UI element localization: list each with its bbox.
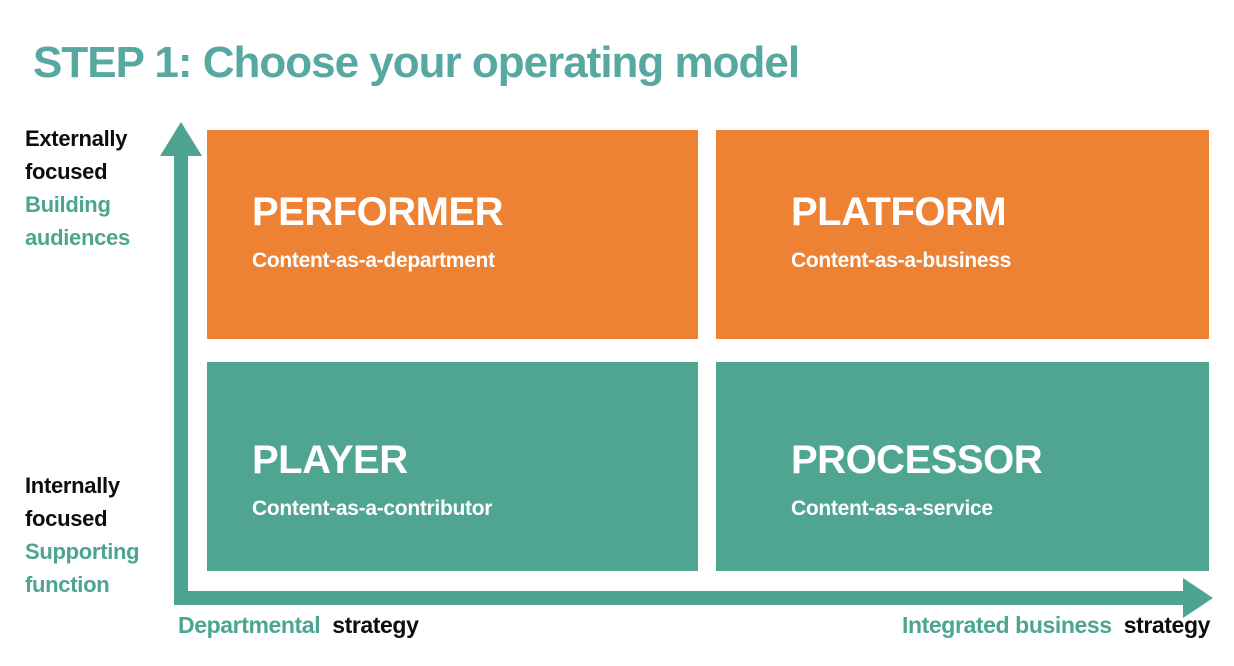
y-axis-top-label: Externally focused Building audiences [25, 122, 173, 254]
y-axis-top-label-primary: Externally focused [25, 126, 128, 184]
x-axis-left-label-black: strategy [332, 612, 419, 638]
y-axis-bottom-label-secondary: Supporting function [25, 539, 140, 597]
x-axis-left-label-teal: Departmental [178, 612, 321, 638]
quadrant-platform: PLATFORM Content-as-a-business [716, 130, 1209, 339]
quadrant-processor: PROCESSOR Content-as-a-service [716, 362, 1209, 571]
quadrant-player: PLAYER Content-as-a-contributor [207, 362, 698, 571]
quadrant-performer: PERFORMER Content-as-a-department [207, 130, 698, 339]
page-title: STEP 1: Choose your operating model [33, 38, 800, 88]
quadrant-title: PLATFORM [791, 190, 1007, 234]
x-axis-line [174, 591, 1184, 605]
quadrant-subtitle: Content-as-a-business [791, 249, 1012, 272]
y-axis-line [174, 150, 188, 604]
x-axis-right-label: Integrated business strategy [902, 612, 1210, 639]
quadrant-subtitle: Content-as-a-department [252, 249, 495, 272]
x-axis-arrow-right-icon [1183, 578, 1213, 618]
quadrant-title: PERFORMER [252, 190, 504, 234]
quadrant-subtitle: Content-as-a-service [791, 497, 993, 520]
x-axis-right-label-black: strategy [1123, 612, 1211, 638]
y-axis-bottom-label: Internally focused Supporting function [25, 469, 173, 601]
x-axis-left-label: Departmental strategy [178, 612, 419, 639]
quadrant-title: PROCESSOR [791, 438, 1043, 482]
quadrant-title: PLAYER [252, 438, 408, 482]
y-axis-arrow-up-icon [160, 122, 202, 156]
quadrant-subtitle: Content-as-a-contributor [252, 497, 493, 520]
y-axis-bottom-label-primary: Internally focused [25, 473, 120, 531]
y-axis-top-label-secondary: Building audiences [25, 192, 130, 250]
x-axis-right-label-teal: Integrated business [902, 612, 1112, 638]
